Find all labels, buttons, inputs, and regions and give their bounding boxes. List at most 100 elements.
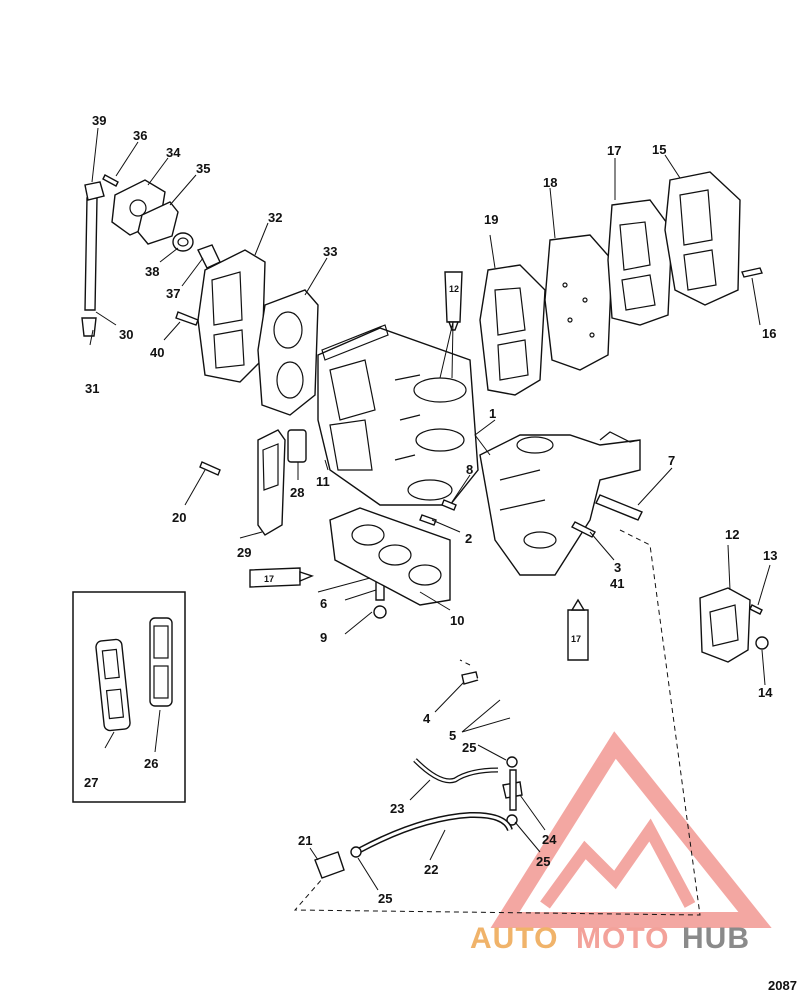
diagram-code: 2087 — [768, 978, 797, 993]
part-15-exhaust-cover — [664, 171, 741, 306]
brand-hub: HUB — [682, 922, 750, 955]
callout-15: 15 — [652, 142, 666, 157]
callout-30: 30 — [119, 327, 133, 342]
callout-14: 14 — [758, 685, 773, 700]
callout-25-b: 25 — [536, 854, 550, 869]
part-1-crankcase-half — [479, 431, 641, 576]
callout-26: 26 — [144, 756, 158, 771]
sealant-tube-17-left: 17 — [249, 567, 314, 588]
brand-moto: MOTO — [576, 922, 669, 955]
part-39-elbow — [84, 181, 105, 201]
part-33-gasket — [257, 289, 319, 416]
callout-33: 33 — [323, 244, 337, 259]
callout-24: 24 — [542, 832, 557, 847]
callout-29: 29 — [237, 545, 251, 560]
callout-37: 37 — [166, 286, 180, 301]
svg-text:17: 17 — [264, 574, 274, 584]
part-7-bolt — [595, 494, 643, 521]
callout-27: 27 — [84, 775, 98, 790]
part-18-plate — [544, 234, 613, 371]
callout-13: 13 — [763, 548, 777, 563]
callout-8: 8 — [466, 462, 473, 477]
part-31-fitting — [81, 317, 97, 337]
brand-auto: AUTO — [470, 922, 558, 955]
callout-16: 16 — [762, 326, 776, 341]
part-25-clamp-c — [350, 846, 362, 858]
part-24-tee-fitting — [502, 769, 523, 811]
callout-7: 7 — [668, 453, 675, 468]
part-32-cover — [197, 249, 266, 383]
callout-40: 40 — [150, 345, 164, 360]
part-27-reed-plate — [95, 638, 131, 732]
callout-19: 19 — [484, 212, 498, 227]
part-20-bolt — [199, 461, 221, 476]
part-30-tube — [84, 197, 98, 311]
callout-5: 5 — [449, 728, 456, 743]
sealant-tube-12: 12 — [444, 271, 463, 331]
callout-32: 32 — [268, 210, 282, 225]
callout-labels: 39 36 34 35 38 37 40 30 31 32 33 19 18 1… — [84, 113, 777, 906]
callout-12: 12 — [725, 527, 739, 542]
callout-23: 23 — [390, 801, 404, 816]
part-5-hose — [476, 676, 517, 756]
callout-35: 35 — [196, 161, 210, 176]
callout-10: 10 — [450, 613, 464, 628]
part-37-sensor — [197, 244, 221, 269]
callout-18: 18 — [543, 175, 557, 190]
callout-11: 11 — [316, 474, 330, 489]
watermark-brand: AUTO MOTO HUB — [470, 922, 750, 955]
leader-lines — [89, 127, 771, 891]
svg-text:17: 17 — [571, 634, 581, 644]
part-17-gasket — [607, 199, 673, 326]
part-8-pin — [441, 499, 457, 511]
callout-41: 41 — [610, 576, 624, 591]
callout-28: 28 — [290, 485, 304, 500]
part-13-screw — [749, 604, 763, 615]
part-19-gasket — [479, 264, 546, 396]
callout-9: 9 — [320, 630, 327, 645]
watermark-logo — [490, 731, 772, 928]
callout-36: 36 — [133, 128, 147, 143]
part-16-bolt — [741, 267, 763, 278]
part-29-reed-block — [257, 429, 286, 536]
dashed-assembly-outline — [293, 529, 701, 916]
part-26-gasket — [149, 617, 173, 707]
callout-21: 21 — [298, 833, 312, 848]
part-2-pin — [419, 514, 437, 526]
part-11-cylinder-block — [317, 324, 479, 506]
callout-4: 4 — [423, 711, 431, 726]
callout-1: 1 — [489, 406, 496, 421]
part-40-bolt — [175, 311, 199, 326]
callout-25-a: 25 — [462, 740, 476, 755]
callout-34: 34 — [166, 145, 181, 160]
part-9-nut — [373, 605, 387, 619]
part-22-hose — [358, 811, 513, 853]
part-25-clamp-b — [506, 814, 518, 826]
sealant-tube-17-right: 17 — [567, 598, 589, 661]
part-14-nut — [755, 636, 769, 650]
callout-22: 22 — [424, 862, 438, 877]
callout-2: 2 — [465, 531, 472, 546]
inset-box — [72, 591, 186, 803]
callout-39: 39 — [92, 113, 106, 128]
part-38-thermostat — [172, 232, 194, 252]
part-25-clamp-a — [506, 756, 518, 768]
part-23-hose — [413, 758, 499, 784]
svg-text:12: 12 — [449, 284, 459, 294]
callout-38: 38 — [145, 264, 159, 279]
callout-3: 3 — [614, 560, 621, 575]
callout-20: 20 — [172, 510, 186, 525]
part-28-gasket — [287, 429, 307, 463]
part-3-stud — [571, 521, 596, 538]
part-36-screw — [102, 174, 119, 187]
part-12-bracket — [699, 587, 751, 663]
callout-17: 17 — [607, 143, 621, 158]
callout-31: 31 — [85, 381, 99, 396]
part-4-fitting — [461, 671, 479, 685]
callout-6: 6 — [320, 596, 327, 611]
part-21-fitting — [314, 851, 345, 879]
part-35-gasket — [137, 201, 179, 245]
part-10-gasket — [329, 507, 451, 606]
callout-25-c: 25 — [378, 891, 392, 906]
